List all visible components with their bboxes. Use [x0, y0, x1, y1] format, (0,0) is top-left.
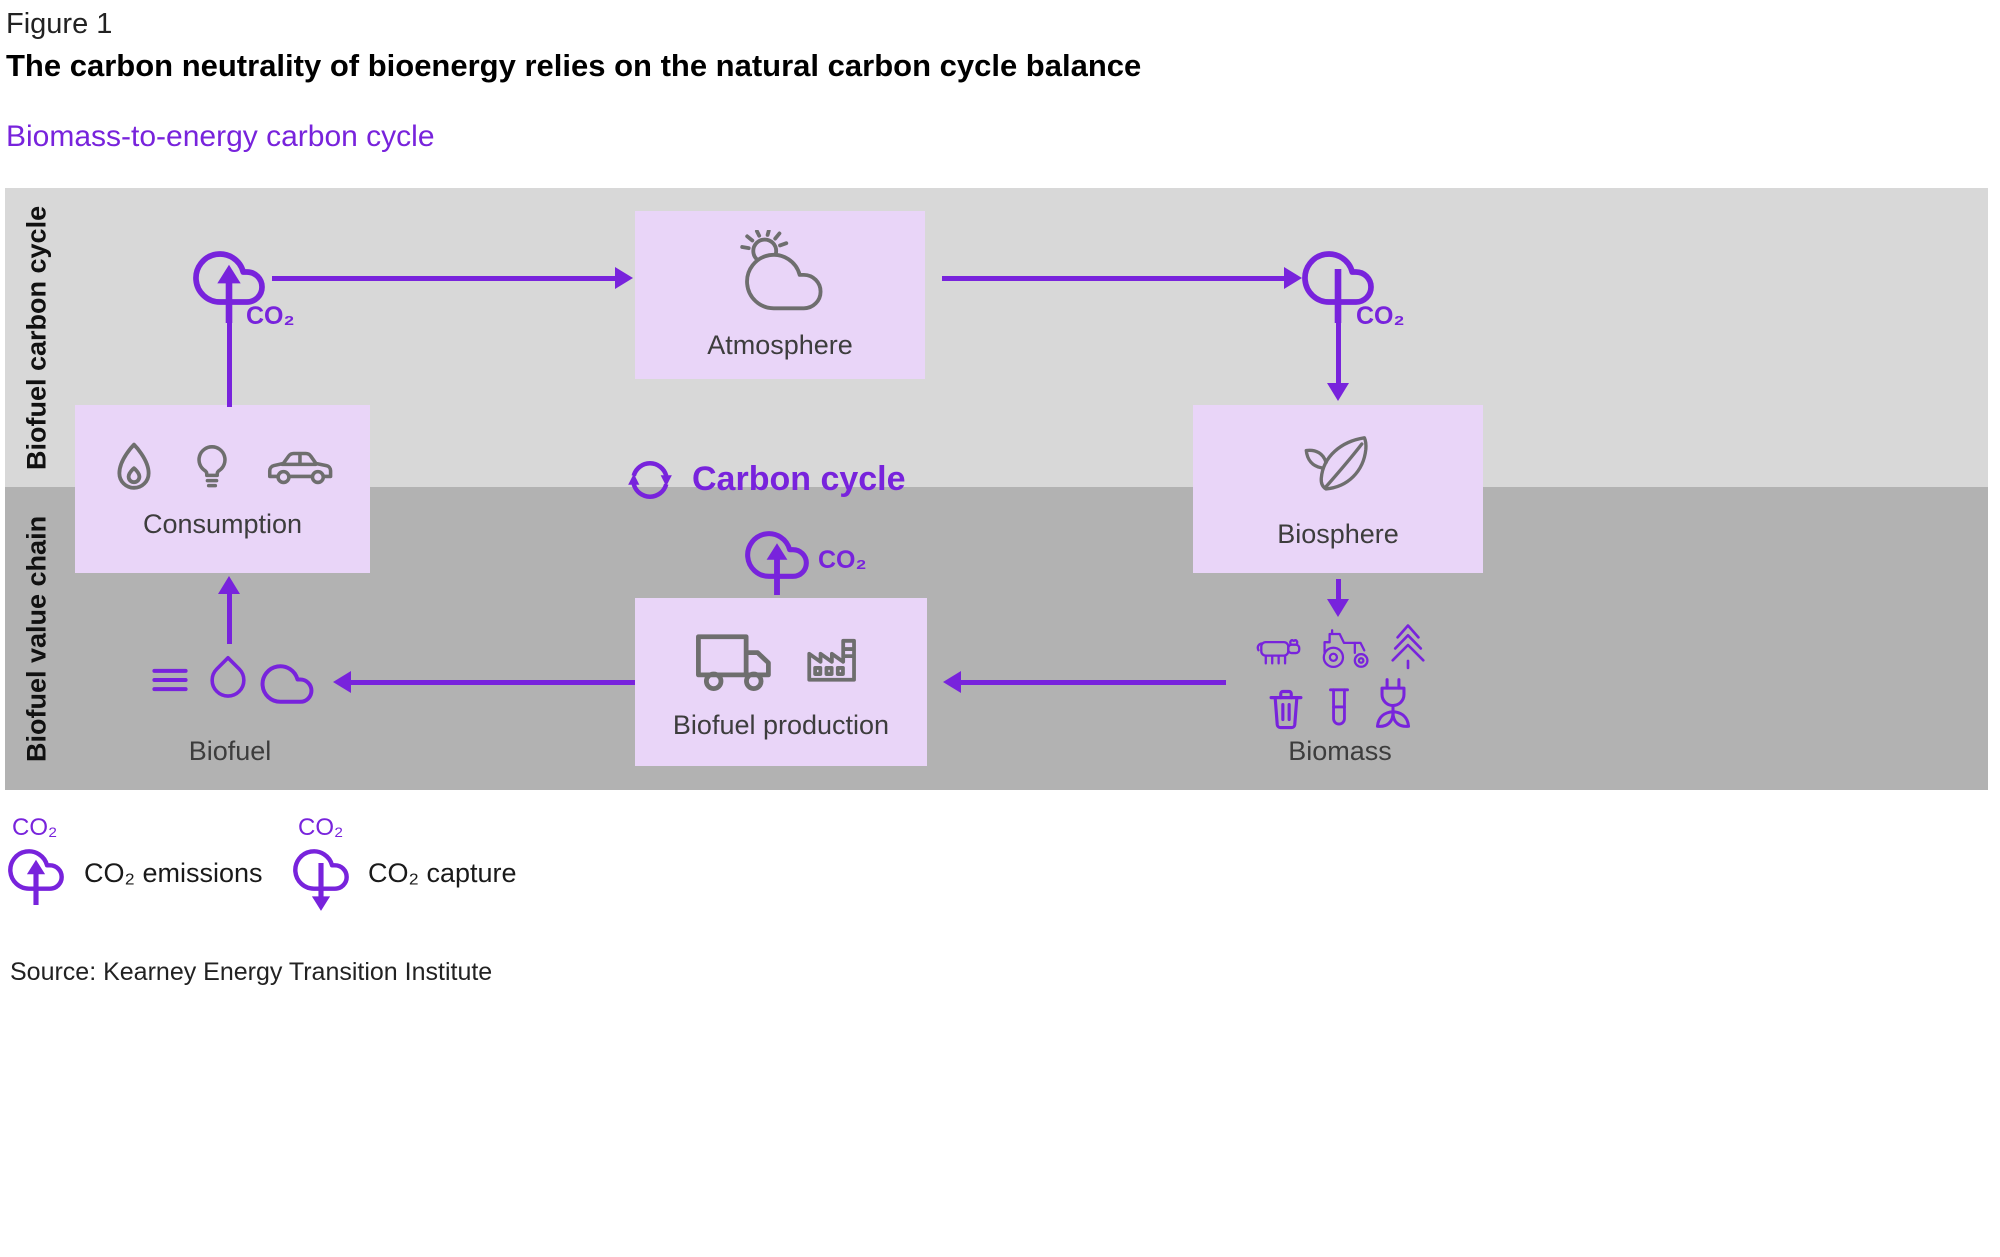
plug-leaf-icon — [1371, 678, 1415, 732]
band-label-biofuel-carbon-cycle: Biofuel carbon cycle — [21, 205, 52, 470]
figure-title: The carbon neutrality of bioenergy relie… — [6, 48, 1142, 83]
factory-icon — [801, 630, 867, 687]
atmosphere-label: Atmosphere — [707, 329, 853, 360]
arrow-consumption-to-co2 — [226, 320, 232, 407]
legend-cloud-arrow-down-icon — [293, 842, 349, 912]
co2-badge-capture: CO₂ — [1356, 302, 1405, 330]
arrow-atmosphere-to-capture-head — [1284, 267, 1302, 289]
arrow-biomass-to-production-line — [961, 680, 1226, 685]
arrow-biosphere-to-biomass-line — [1335, 579, 1341, 601]
leaves-icon — [1299, 429, 1377, 503]
biomass-label: Biomass — [1288, 736, 1392, 766]
co2-badge-consumption: CO₂ — [246, 302, 295, 330]
co2-emission-cloud-consumption — [193, 242, 265, 323]
node-biosphere: Biosphere — [1193, 405, 1483, 573]
arrow-to-atmosphere-line — [272, 276, 615, 281]
consumption-label: Consumption — [142, 508, 303, 539]
legend-emissions-co2-badge: CO₂ — [12, 814, 58, 841]
arrow-capture-to-biosphere-head — [1327, 383, 1349, 401]
legend-cloud-arrow-up-icon — [8, 842, 64, 905]
legend-capture-label: CO₂ capture — [368, 858, 517, 888]
arrow-capture-to-biosphere-line — [1335, 320, 1341, 385]
co2-badge-production: CO₂ — [818, 546, 867, 574]
car-icon — [263, 441, 339, 491]
cloud-arrow-up-icon — [745, 523, 809, 595]
legend-capture-co2-badge: CO₂ — [298, 814, 344, 841]
legend-emissions-label: CO₂ emissions — [84, 858, 263, 888]
arrow-production-to-biofuel-line — [351, 680, 635, 685]
lightbulb-icon — [187, 441, 237, 491]
node-consumption: Consumption — [75, 405, 370, 573]
tractor-icon — [1317, 627, 1375, 670]
fir-tree-icon — [1387, 620, 1429, 670]
cloud-arrow-down-icon — [1302, 242, 1374, 323]
biosphere-label: Biosphere — [1277, 518, 1399, 549]
arrow-biofuel-to-consumption-line — [226, 592, 232, 644]
co2-emission-cloud-production — [745, 523, 809, 595]
biofuel-label: Biofuel — [188, 736, 272, 766]
cycle-arrows-icon — [622, 452, 678, 508]
cloud-arrow-up-icon — [193, 242, 265, 323]
arrow-biosphere-to-biomass-head — [1327, 599, 1349, 617]
arrow-biofuel-to-consumption-head — [218, 576, 240, 594]
biomass-icon-group — [1240, 620, 1440, 732]
carbon-cycle-label: Carbon cycle — [692, 460, 906, 498]
band-label-biofuel-value-chain: Biofuel value chain — [21, 515, 52, 762]
source-note: Source: Kearney Energy Transition Instit… — [10, 958, 493, 986]
trash-bin-icon — [1265, 686, 1307, 732]
sun-behind-cloud-icon — [734, 229, 826, 314]
node-atmosphere: Atmosphere — [635, 211, 925, 379]
flame-icon — [107, 439, 161, 493]
node-biofuel-production: Biofuel production — [635, 598, 927, 766]
gas-cloud-icon — [260, 664, 314, 704]
co2-capture-cloud — [1302, 242, 1374, 323]
arrow-biomass-to-production-head — [943, 671, 961, 693]
cow-icon — [1251, 631, 1305, 670]
arrow-atmosphere-to-capture-line — [942, 276, 1284, 281]
biofuel-production-label: Biofuel production — [672, 709, 890, 740]
droplet-icon — [204, 650, 252, 702]
arrow-to-atmosphere-head — [615, 267, 633, 289]
figure-label: Figure 1 — [6, 8, 113, 40]
truck-icon — [695, 624, 775, 694]
test-tube-icon — [1325, 685, 1353, 732]
arrow-production-to-biofuel-head — [333, 671, 351, 693]
figure-subtitle: Biomass-to-energy carbon cycle — [6, 120, 435, 153]
fuel-lines-icon — [148, 658, 192, 702]
